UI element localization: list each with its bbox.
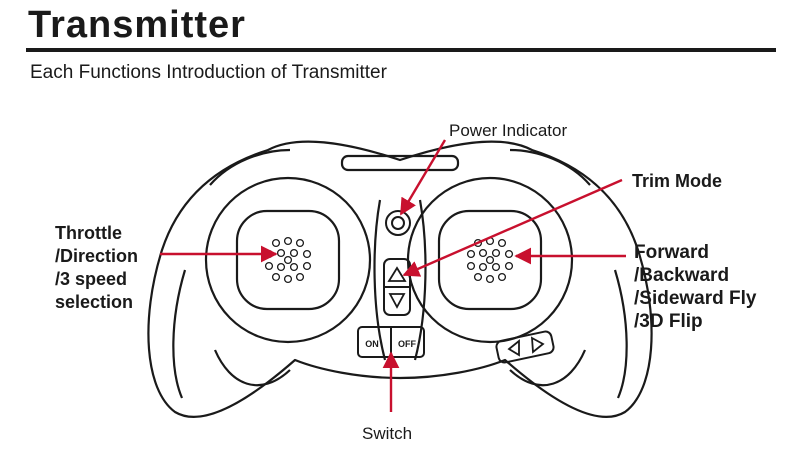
grip-dot (271, 238, 281, 248)
grip-dot (264, 261, 274, 271)
grip-dot (283, 255, 293, 265)
power-indicator-arrow (399, 139, 447, 216)
grip-dot (302, 261, 312, 271)
page-title: Transmitter (28, 4, 246, 46)
grip-dot (497, 238, 507, 248)
right-stick-pod (406, 176, 574, 344)
forward-line-4: /3D Flip (634, 311, 703, 332)
grip-dot (289, 248, 299, 258)
switch-label: Switch (362, 424, 413, 443)
forward-backward-label: Forward /Backward /Sideward Fly /3D Flip (634, 241, 756, 333)
throttle-line-4: selection (55, 292, 134, 312)
trim-right-icon[interactable] (530, 336, 545, 354)
trim-mode-arrow (402, 178, 623, 277)
callout-arrows (160, 139, 626, 412)
switch-on-label: ON (365, 339, 379, 349)
title-rule (26, 48, 776, 52)
trim-up-icon[interactable] (387, 266, 407, 282)
grip-dot (302, 249, 312, 259)
trim-left-icon[interactable] (507, 339, 520, 357)
grip-dot (283, 274, 293, 284)
grip-dot (295, 272, 305, 282)
forward-line-2: /Backward (634, 265, 730, 286)
switch-off-label: OFF (398, 339, 416, 349)
transmitter-body (147, 140, 653, 418)
grip-dot (478, 262, 488, 272)
forward-line-3: /Sideward Fly (634, 288, 757, 309)
power-indicator-led (385, 210, 411, 236)
grip-dot (283, 236, 293, 246)
grip-dot (485, 274, 495, 284)
grip-dot (466, 261, 476, 271)
trim-buttons[interactable] (383, 258, 411, 316)
grip-dot (478, 248, 488, 258)
left-stick-grip (264, 236, 312, 284)
grip-dot (491, 248, 501, 258)
side-trim-buttons[interactable] (495, 330, 555, 364)
grip-dot (466, 249, 476, 259)
forward-line-1: Forward (634, 242, 709, 263)
grip-dot (295, 238, 305, 248)
grip-dot (276, 262, 286, 272)
grip-dot (504, 249, 514, 259)
grip-dot (491, 262, 501, 272)
page-subtitle: Each Functions Introduction of Transmitt… (30, 62, 387, 83)
trim-mode-label: Trim Mode (632, 171, 723, 191)
grip-dot (497, 272, 507, 282)
grip-dot (276, 248, 286, 258)
throttle-direction-label: Throttle /Direction /3 speed selection (55, 222, 138, 314)
power-indicator-label: Power Indicator (449, 121, 568, 140)
throttle-line-3: /3 speed (55, 269, 128, 289)
grip-dot (485, 255, 495, 265)
throttle-line-1: Throttle (55, 223, 122, 243)
left-stick-pod (204, 176, 372, 344)
grip-dot (271, 272, 281, 282)
throttle-line-2: /Direction (55, 246, 139, 266)
grip-dot (289, 262, 299, 272)
trim-down-icon[interactable] (388, 293, 406, 309)
grip-dot (504, 261, 514, 271)
grip-dot (473, 272, 483, 282)
